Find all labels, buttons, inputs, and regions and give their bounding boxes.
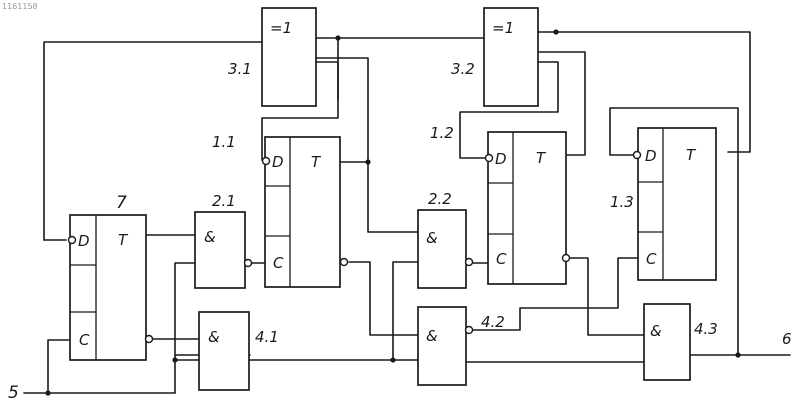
label-ff7: 7	[116, 193, 127, 213]
wire-ff11-nq	[349, 262, 418, 335]
ff11-c-label: C	[273, 254, 284, 272]
label-and41: 4.1	[255, 328, 279, 346]
label-output: 6	[782, 330, 792, 348]
xor-gate-3-1: =1	[262, 8, 316, 106]
and42-symbol: &	[426, 327, 438, 345]
flip-flop-7: D T C	[69, 215, 153, 360]
label-ff11: 1.1	[212, 133, 236, 151]
and43-symbol: &	[650, 322, 662, 340]
and-gate-4-2: &	[418, 307, 473, 385]
and41-symbol: &	[208, 328, 220, 346]
ff12-d-label: D	[495, 150, 507, 168]
xor-gate-3-2: =1	[484, 8, 538, 106]
label-input: 5	[8, 383, 19, 403]
and21-symbol: &	[204, 228, 216, 246]
label-ff13: 1.3	[610, 193, 634, 211]
flip-flop-1-2: D T C	[486, 132, 570, 284]
xor32-symbol: =1	[492, 19, 514, 37]
wire-ff12-nq	[570, 258, 644, 335]
wire-and21-in2	[175, 263, 195, 393]
label-and21: 2.1	[212, 192, 236, 210]
and22-symbol: &	[426, 229, 438, 247]
corner-mark: 1161158	[2, 2, 38, 11]
label-and43: 4.3	[694, 320, 718, 338]
label-and22: 2.2	[428, 190, 452, 208]
and-gate-4-1: &	[199, 312, 249, 390]
and-gate-2-1: &	[195, 212, 252, 288]
wire-input	[24, 340, 72, 393]
and-gate-4-3: &	[644, 304, 690, 380]
ff7-c-label: C	[79, 331, 90, 349]
and-gate-2-2: &	[418, 210, 473, 288]
flip-flop-1-3: D T C	[634, 128, 717, 280]
xor31-symbol: =1	[270, 19, 292, 37]
ff13-d-label: D	[645, 147, 657, 165]
flip-flop-1-1: D T C	[263, 137, 348, 287]
ff13-c-label: C	[646, 250, 657, 268]
ff7-d-label: D	[78, 232, 90, 250]
label-ff12: 1.2	[430, 124, 454, 142]
wire-ff11-q-down	[368, 162, 418, 232]
label-and42: 4.2	[481, 313, 505, 331]
label-xor31: 3.1	[228, 60, 252, 78]
label-xor32: 3.2	[451, 60, 475, 78]
ff12-c-label: C	[496, 250, 507, 268]
wire-and22-in2	[393, 262, 418, 360]
ff11-d-label: D	[272, 153, 284, 171]
